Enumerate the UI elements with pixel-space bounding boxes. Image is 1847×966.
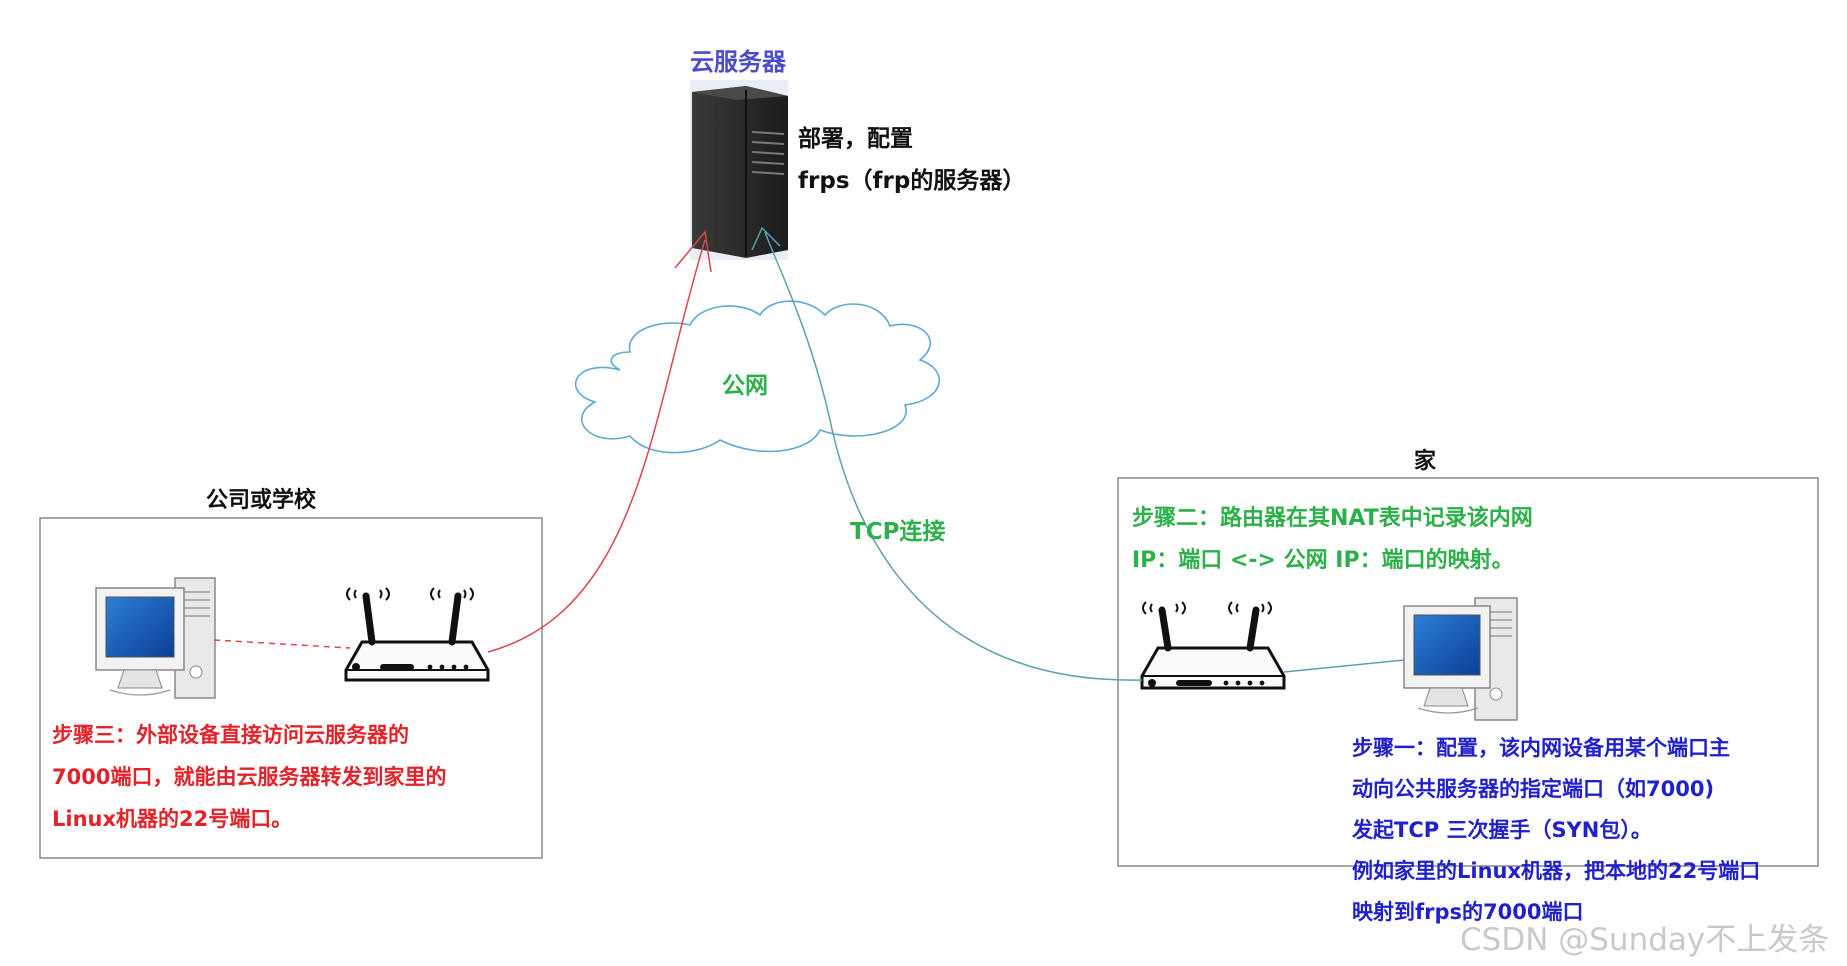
home-router-icon	[1140, 601, 1286, 690]
csdn-watermark: CSDN @Sunday不上发条	[1460, 922, 1830, 958]
step1-line4: 例如家里的Linux机器，把本地的22号端口	[1352, 859, 1761, 883]
tcp-connection-line	[764, 231, 1143, 681]
step1-note: 步骤一：配置，该内网设备用某个端口主 动向公共服务器的指定端口（如7000) 发…	[1352, 728, 1760, 933]
step3-line2: 7000端口，就能由云服务器转发到家里的	[52, 765, 447, 789]
cloud-icon	[574, 300, 941, 454]
server-note-line1: 部署，配置	[798, 126, 913, 152]
step3-line3: Linux机器的22号端口。	[52, 807, 293, 831]
step2-line2: IP：端口 <-> 公网 IP：端口的映射。	[1132, 548, 1514, 573]
step1-line3: 发起TCP 三次握手（SYN包）。	[1352, 818, 1652, 842]
home-lan-link	[1283, 659, 1405, 673]
company-lan-link	[213, 639, 351, 649]
step2-line1: 步骤二：路由器在其NAT表中记录该内网	[1132, 506, 1533, 531]
company-router-icon	[344, 587, 490, 682]
cloud-label: 公网	[722, 373, 768, 399]
red-connection-line	[487, 239, 706, 653]
step3-note: 步骤三：外部设备直接访问云服务器的 7000端口，就能由云服务器转发到家里的 L…	[52, 714, 446, 840]
tcp-arrowhead	[751, 226, 781, 251]
server-title: 云服务器	[690, 48, 786, 76]
home-box	[1117, 477, 1819, 867]
step2-note: 步骤二：路由器在其NAT表中记录该内网 IP：端口 <-> 公网 IP：端口的映…	[1132, 498, 1533, 582]
tcp-label: TCP连接	[850, 519, 946, 545]
company-box	[39, 517, 543, 859]
company-title: 公司或学校	[206, 488, 317, 513]
company-computer-icon	[95, 577, 216, 699]
home-computer-icon	[1403, 597, 1518, 721]
step1-line2: 动向公共服务器的指定端口（如7000)	[1352, 777, 1715, 801]
step3-line1: 步骤三：外部设备直接访问云服务器的	[52, 723, 409, 747]
red-arrowhead	[674, 230, 712, 273]
server-note-line2: frps（frp的服务器）	[798, 168, 1026, 194]
step1-line5: 映射到frps的7000端口	[1352, 900, 1584, 924]
server-icon	[690, 80, 788, 260]
step1-line1: 步骤一：配置，该内网设备用某个端口主	[1352, 736, 1730, 760]
home-title: 家	[1414, 449, 1437, 474]
